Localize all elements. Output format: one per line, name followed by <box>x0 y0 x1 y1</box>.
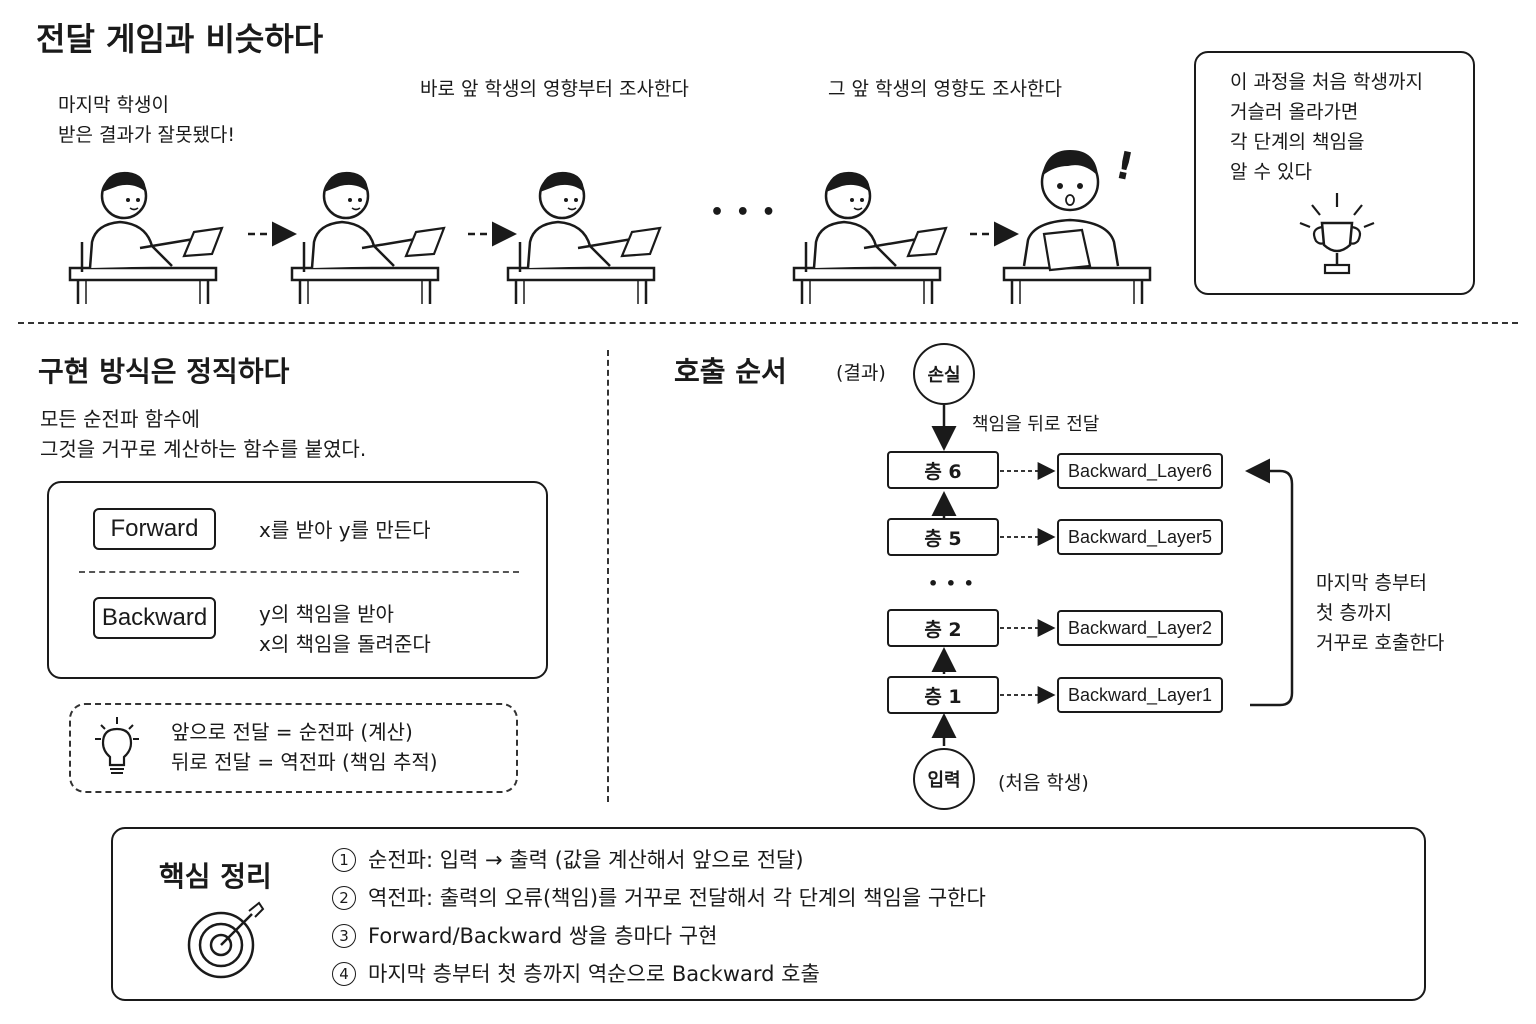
loss-node: 손실 <box>913 343 975 405</box>
input-node: 입력 <box>913 748 975 810</box>
backward-layer1: Backward_Layer1 <box>1057 677 1223 713</box>
ellipsis: • • • <box>710 200 778 225</box>
column-divider <box>607 350 609 802</box>
conclusion-line: 이 과정을 처음 학생까지 <box>1230 71 1423 93</box>
layer-2: 층 2 <box>887 609 999 647</box>
tip-line: 뒤로 전달 = 역전파 (책임 추적) <box>171 750 438 774</box>
impl-description: 모든 순전파 함수에 그것을 거꾸로 계산하는 함수를 붙였다. <box>40 404 366 464</box>
summary-number: 2 <box>332 886 356 910</box>
tip-text: 앞으로 전달 = 순전파 (계산) 뒤로 전달 = 역전파 (책임 추적) <box>171 717 438 777</box>
layer-dots: • • • <box>928 574 975 593</box>
conclusion-line: 각 단계의 책임을 <box>1230 131 1365 153</box>
summary-title: 핵심 정리 <box>159 860 272 893</box>
conclusion-box: 이 과정을 처음 학생까지 거슬러 올라가면 각 단계의 책임을 알 수 있다 <box>1194 51 1475 295</box>
summary-text: 역전파: 출력의 오류(책임)를 거꾸로 전달해서 각 단계의 책임을 구한다 <box>368 886 986 910</box>
summary-item: 3 Forward/Backward 쌍을 층마다 구현 <box>332 917 717 955</box>
first-student-label: (처음 학생) <box>998 772 1089 794</box>
backward-layer2: Backward_Layer2 <box>1057 610 1223 646</box>
forward-backward-box: Forward x를 받아 y를 만든다 Backward y의 책임을 받아 … <box>47 481 548 679</box>
summary-item: 2 역전파: 출력의 오류(책임)를 거꾸로 전달해서 각 단계의 책임을 구한… <box>332 879 986 917</box>
trophy-icon <box>1299 193 1375 275</box>
backward-label: Backward <box>93 597 216 639</box>
layer-1: 층 1 <box>887 676 999 714</box>
call-order-note-line: 마지막 층부터 <box>1316 572 1427 594</box>
tip-box: 앞으로 전달 = 순전파 (계산) 뒤로 전달 = 역전파 (책임 추적) <box>69 703 518 793</box>
forward-description: x를 받아 y를 만든다 <box>259 518 431 542</box>
conclusion-line: 알 수 있다 <box>1230 161 1312 183</box>
backward-desc-line: y의 책임을 받아 <box>259 602 394 626</box>
pass-back-label: 책임을 뒤로 전달 <box>972 414 1100 435</box>
surprised-student-figure <box>1022 150 1120 272</box>
section-divider <box>18 322 1518 324</box>
target-icon <box>187 901 265 979</box>
summary-number: 4 <box>332 962 356 986</box>
forward-label: Forward <box>93 508 216 550</box>
summary-number: 1 <box>332 848 356 872</box>
conclusion-line: 거슬러 올라가면 <box>1230 101 1359 123</box>
top-title: 전달 게임과 비슷하다 <box>36 20 324 58</box>
impl-desc-line: 그것을 거꾸로 계산하는 함수를 붙였다. <box>40 437 367 461</box>
caption-prev-student: 바로 앞 학생의 영향부터 조사한다 <box>420 78 689 100</box>
lightbulb-icon <box>95 717 139 774</box>
students-row <box>68 150 1152 306</box>
caption-last-student: 마지막 학생이 받은 결과가 잘못됐다! <box>58 90 235 150</box>
impl-title: 구현 방식은 정직하다 <box>38 355 290 388</box>
result-label: (결과) <box>836 362 886 384</box>
summary-number: 3 <box>332 924 356 948</box>
tip-line: 앞으로 전달 = 순전파 (계산) <box>171 720 413 744</box>
layer-6: 층 6 <box>887 451 999 489</box>
summary-item: 1 순전파: 입력 → 출력 (값을 계산해서 앞으로 전달) <box>332 841 804 879</box>
backward-layer6: Backward_Layer6 <box>1057 453 1223 489</box>
layer-5: 층 5 <box>887 518 999 556</box>
call-order-note: 마지막 층부터 첫 층까지 거꾸로 호출한다 <box>1316 568 1444 658</box>
impl-desc-line: 모든 순전파 함수에 <box>40 407 200 431</box>
summary-box: 핵심 정리 <box>111 827 1426 1001</box>
caption-line: 받은 결과가 잘못됐다! <box>58 124 236 146</box>
call-order-note-line: 첫 층까지 <box>1316 602 1392 624</box>
backward-layer5: Backward_Layer5 <box>1057 519 1223 555</box>
box-divider <box>79 571 519 573</box>
backward-desc-line: x의 책임을 돌려준다 <box>259 632 431 656</box>
summary-text: Forward/Backward 쌍을 층마다 구현 <box>368 924 718 948</box>
order-title: 호출 순서 <box>674 355 787 388</box>
caption-prev2-student: 그 앞 학생의 영향도 조사한다 <box>828 78 1062 100</box>
caption-line: 마지막 학생이 <box>58 94 169 116</box>
backward-description: y의 책임을 받아 x의 책임을 돌려준다 <box>259 599 431 659</box>
call-order-note-line: 거꾸로 호출한다 <box>1316 632 1445 654</box>
conclusion-text: 이 과정을 처음 학생까지 거슬러 올라가면 각 단계의 책임을 알 수 있다 <box>1230 67 1423 187</box>
summary-text: 순전파: 입력 → 출력 (값을 계산해서 앞으로 전달) <box>368 848 804 872</box>
summary-item: 4 마지막 층부터 첫 층까지 역순으로 Backward 호출 <box>332 955 820 993</box>
summary-text: 마지막 층부터 첫 층까지 역순으로 Backward 호출 <box>368 962 820 986</box>
